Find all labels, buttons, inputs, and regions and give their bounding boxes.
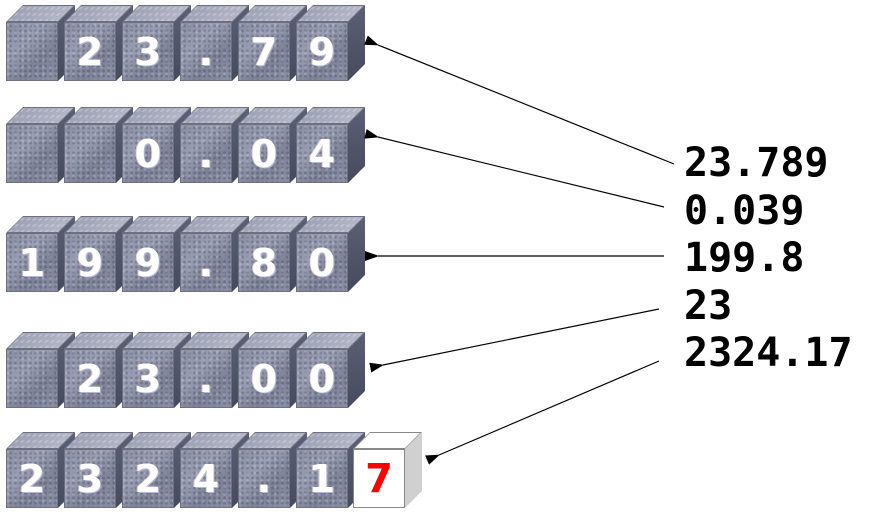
- cube-digit: 2: [76, 29, 104, 74]
- arrow-5: [425, 360, 660, 465]
- digit-cube: 3: [64, 432, 134, 512]
- arrow-4: [369, 308, 660, 373]
- cube-digit: 8: [250, 240, 278, 285]
- overflow-digit: 7: [365, 455, 393, 502]
- cube-digit: 2: [134, 456, 162, 501]
- cube-digit: 3: [134, 356, 162, 401]
- cube-digit: 0: [134, 131, 162, 176]
- cube-digit: 0: [308, 356, 336, 401]
- cube-digit: .: [256, 456, 272, 501]
- cube-digit: .: [198, 356, 214, 401]
- digit-cube: 0: [296, 332, 366, 412]
- input-value: 199.8: [684, 235, 805, 281]
- input-value: 23: [684, 282, 733, 329]
- arrow-2: [364, 129, 665, 208]
- digit-cube: 4: [296, 107, 366, 187]
- cube-digit: 0: [250, 356, 278, 401]
- cube-digit: 9: [134, 240, 162, 285]
- input-value: 0.039: [684, 187, 805, 234]
- digit-cube: 9: [296, 5, 366, 85]
- cube-digit: 3: [134, 29, 162, 74]
- cube-digit: 3: [76, 456, 104, 501]
- cube-digit: 1: [18, 240, 46, 285]
- cube-digit: 2: [76, 356, 104, 401]
- input-value: 23.789: [684, 140, 829, 186]
- cube-digit: 0: [250, 131, 278, 176]
- cube-digit: .: [198, 29, 214, 74]
- cube-digit: 4: [308, 131, 336, 176]
- cube-digit: 0: [308, 240, 336, 285]
- overflow-digit-cube: 7: [353, 432, 423, 512]
- digit-cube: 0: [296, 216, 366, 296]
- cube-digit: 9: [76, 240, 104, 285]
- cube-digit: 1: [308, 456, 336, 501]
- cube-digit: .: [198, 240, 214, 285]
- cube-digit: 7: [250, 29, 278, 74]
- cube-digit: 4: [192, 456, 220, 501]
- input-value: 2324.17: [684, 330, 853, 376]
- arrow-1: [364, 35, 675, 165]
- input-values-list: 23.789 0.039 199.8 23 2324.17: [684, 140, 853, 378]
- cube-digit: 9: [308, 29, 336, 74]
- cube-digit: 2: [18, 456, 46, 501]
- cube-digit: .: [198, 131, 214, 176]
